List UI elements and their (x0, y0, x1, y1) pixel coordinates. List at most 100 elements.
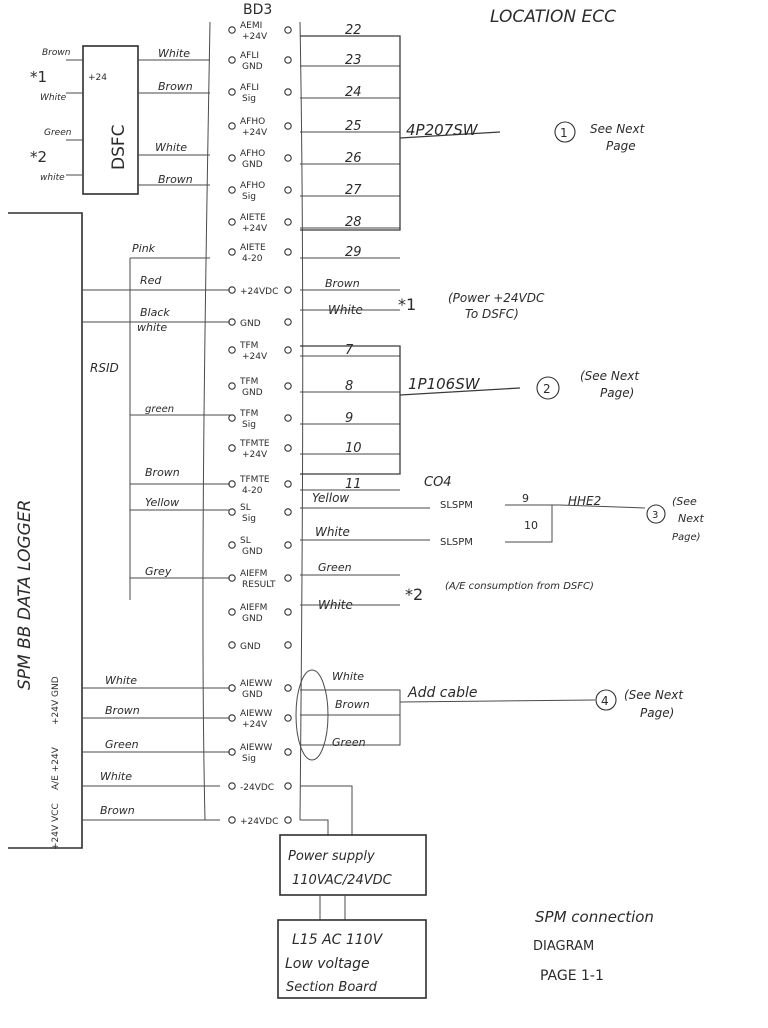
terminal-number: 22 (345, 23, 362, 38)
terminal-label-top: TFM (239, 377, 258, 387)
terminal-label-bottom: Sig (242, 192, 256, 202)
terminal-label-top: AIEFM (240, 603, 267, 613)
dsfc-in2-marker: *2 (30, 148, 47, 166)
terminal-label-top: AIETE (240, 243, 266, 253)
terminal-number: 29 (345, 245, 362, 260)
terminal-label-bottom: +24V (242, 352, 268, 362)
terminal-label-top: AFHO (240, 149, 265, 159)
terminal-row: GND (228, 318, 292, 329)
wire-brown: Brown (145, 466, 180, 479)
ref-2-number: 2 (543, 382, 551, 396)
terminal-screw-right (284, 541, 292, 549)
caption-line3: PAGE 1-1 (540, 968, 604, 984)
terminal-screw-left (228, 26, 236, 34)
terminal-label-bottom: +24V (242, 128, 268, 138)
co4-label: CO4 (424, 475, 452, 490)
terminal-label-bottom: 4-20 (242, 254, 263, 264)
terminal-screw-right (284, 714, 292, 722)
terminal-screw-right (284, 286, 292, 294)
board-line1: L15 AC 110V (292, 932, 384, 948)
terminal-screw-left (228, 541, 236, 549)
slspm-link (505, 504, 646, 543)
terminal-number: 11 (345, 477, 362, 492)
ref-3-number: 3 (652, 510, 658, 521)
terminal-screw-left (228, 122, 236, 130)
wire-red: Red (140, 274, 162, 287)
terminal-screw-left (228, 218, 236, 226)
terminal-screw-right (284, 608, 292, 616)
terminal-label-bottom: Sig (242, 754, 256, 764)
wire-ae-brown: Brown (105, 704, 140, 717)
terminal-label-bottom: Sig (242, 514, 256, 524)
power-wire-brown: Brown (325, 277, 360, 290)
terminal-label-bottom: Sig (242, 94, 256, 104)
terminal-label-top: AEMI (240, 21, 262, 31)
logger-term-2: A/E +24V (51, 746, 61, 790)
power-supply-line2: 110VAC/24VDC (292, 873, 393, 888)
power-wire-white: White (328, 303, 363, 317)
terminal-number: 26 (345, 151, 362, 166)
terminal-label-bottom: +24V (242, 450, 268, 460)
terminal-screw-left (228, 382, 236, 390)
power-wires (300, 289, 400, 311)
terminal-number: 27 (345, 183, 362, 198)
board-line2: Low voltage (285, 956, 370, 972)
cable-leader (399, 699, 596, 703)
terminal-number: 28 (345, 215, 362, 230)
terminal-screw-right (284, 26, 292, 34)
terminal-row: GND (228, 641, 292, 652)
terminal-row: +24VDC (228, 286, 292, 297)
board-line3: Section Board (286, 980, 378, 995)
ref-3-circle (646, 504, 666, 524)
cable-wires (300, 689, 401, 746)
ref-4-circle (595, 689, 617, 711)
terminal-screw-right (284, 122, 292, 130)
terminal-screw-left (228, 56, 236, 64)
power-note-2: To DSFC) (465, 307, 519, 321)
terminal-label-top: +24VDC (240, 817, 278, 827)
slspm-2: SLSPM (440, 537, 473, 548)
terminal-screw-right (284, 508, 292, 516)
wire-pink: Pink (132, 242, 156, 255)
see-2-line2: Page) (600, 386, 634, 400)
terminal-label-bottom: GND (242, 62, 263, 72)
terminal-screw-left (228, 444, 236, 452)
terminal-screw-right (284, 154, 292, 162)
terminal-label-top: AIEFM (240, 569, 267, 579)
add-cable-label: Add cable (407, 685, 477, 701)
terminal-label-bottom: 4-20 (242, 486, 263, 496)
terminal-screw-left (228, 346, 236, 354)
cable-wire-brown: Brown (335, 698, 370, 711)
terminal-screw-right (284, 248, 292, 256)
terminal-screw-right (284, 816, 292, 824)
terminal-number: 24 (345, 85, 362, 100)
terminal-label-bottom: RESULT (242, 580, 276, 590)
power-marker: *1 (398, 295, 416, 314)
terminal-screw-left (228, 186, 236, 194)
slspm-1: SLSPM (440, 500, 473, 511)
board-feed-wires (319, 895, 346, 920)
ref-1-number: 1 (560, 126, 568, 140)
terminal-label-bottom: GND (242, 388, 263, 398)
dsfc-in1-bottom-color: White (40, 93, 67, 103)
dsfc-in2-bottom-color: white (40, 173, 65, 183)
wire-ae-green: Green (105, 738, 139, 751)
ref-1-circle (554, 121, 576, 143)
logger-box (8, 212, 83, 849)
terminal-label-top: AFLI (240, 83, 259, 93)
terminal-label-bottom: GND (242, 690, 263, 700)
terminal-label-top: SL (240, 503, 251, 513)
terminal-label-top: AIEWW (240, 709, 272, 719)
terminal-screw-left (228, 154, 236, 162)
